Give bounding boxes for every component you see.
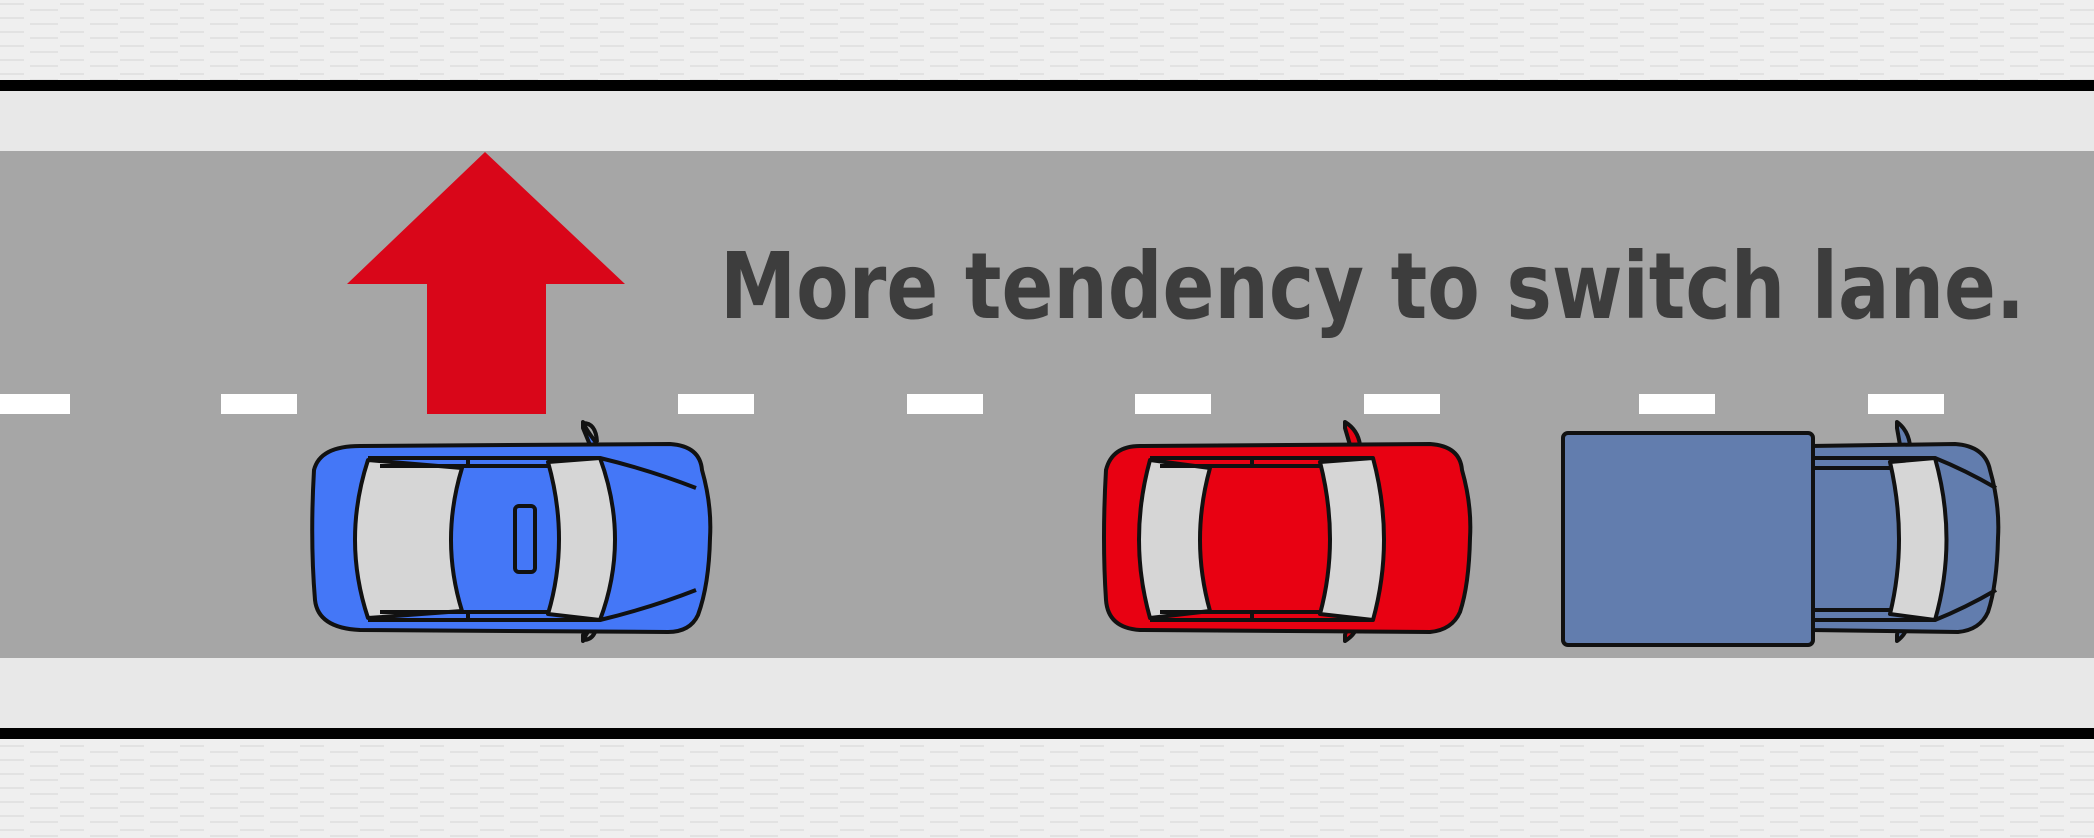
arrow-up-icon <box>347 152 625 414</box>
background-top <box>0 0 2094 82</box>
background-bottom <box>0 736 2094 838</box>
caption: More tendency to switch lane. <box>720 233 2025 340</box>
truck-icon <box>1561 420 2001 647</box>
road-edge-top <box>0 80 2094 91</box>
car-icon <box>1102 420 1473 643</box>
road-edge-bottom <box>0 728 2094 739</box>
lane-divider <box>0 394 1944 414</box>
car-icon <box>310 420 713 643</box>
